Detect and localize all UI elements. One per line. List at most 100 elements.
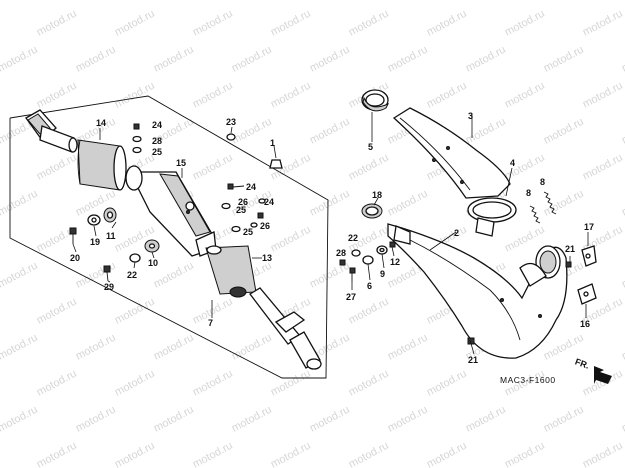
watermark-text: motod.ru (230, 0, 274, 3)
watermark-text: motod.ru (35, 152, 79, 183)
watermark-text: motod.ru (308, 0, 352, 3)
collar-22-right (351, 249, 361, 257)
watermark-text: motod.ru (0, 332, 40, 363)
watermark-text: motod.ru (503, 8, 547, 39)
callout-19: 19 (90, 237, 100, 247)
callout-4: 4 (510, 158, 515, 168)
callout-2: 2 (454, 228, 459, 238)
watermark-text: motod.ru (503, 440, 547, 468)
callout-22: 22 (127, 270, 137, 280)
bolt-1 (269, 159, 283, 169)
watermark-text: motod.ru (230, 116, 274, 147)
nut-23 (226, 133, 236, 141)
callout-7: 7 (208, 318, 213, 328)
bolt-21-upper (565, 261, 572, 268)
watermark-text: motod.ru (113, 296, 157, 327)
callout-20: 20 (70, 253, 80, 263)
callout-28: 28 (336, 248, 346, 258)
watermark-text: motod.ru (386, 404, 430, 435)
watermark-text: motod.ru (152, 44, 196, 75)
watermark-text: motod.ru (542, 44, 586, 75)
watermark-text: motod.ru (581, 152, 625, 183)
spring-8-left (529, 205, 541, 224)
callout-1: 1 (270, 138, 275, 148)
washer-25-lower (231, 225, 241, 233)
callout-24: 24 (246, 182, 256, 192)
watermark-text: motod.ru (425, 368, 469, 399)
watermark-text: motod.ru (113, 8, 157, 39)
watermark-text: motod.ru (308, 116, 352, 147)
watermark-text: motod.ru (0, 440, 1, 468)
callout-5: 5 (368, 142, 373, 152)
bolt-12 (389, 241, 396, 248)
bolt-20 (69, 227, 77, 244)
watermark-text: motod.ru (0, 188, 40, 219)
callout-3: 3 (468, 111, 473, 121)
callouts: 14 24 28 25 23 1 15 24 26 25 24 26 25 13… (70, 111, 594, 365)
callout-15: 15 (176, 158, 186, 168)
watermark-text: motod.ru (581, 440, 625, 468)
watermark-text: motod.ru (542, 0, 586, 3)
washer-6 (362, 255, 374, 265)
watermark-text: motod.ru (191, 80, 235, 111)
bolt-29 (103, 265, 111, 282)
watermark-text: motod.ru (620, 0, 625, 3)
watermark-text: motod.ru (620, 44, 625, 75)
watermark-text: motod.ru (620, 188, 625, 219)
watermark-text: motod.ru (425, 80, 469, 111)
watermark-text: motod.ru (425, 8, 469, 39)
washer-26-mid (258, 198, 266, 204)
callout-26: 26 (238, 197, 248, 207)
watermark-text: motod.ru (74, 332, 118, 363)
watermark-text: motod.ru (581, 368, 625, 399)
watermark-text: motod.ru (113, 80, 157, 111)
callout-17: 17 (584, 222, 594, 232)
callout-18: 18 (372, 190, 382, 200)
callout-25: 25 (152, 147, 162, 157)
silencer-end-cap (25, 109, 78, 153)
watermark-text: motod.ru (581, 80, 625, 111)
watermark-text: motod.ru (347, 8, 391, 39)
watermark-text: motod.ru (35, 296, 79, 327)
watermark-text: motod.ru (542, 404, 586, 435)
leader-lines (72, 112, 589, 355)
watermark-text: motod.ru (230, 44, 274, 75)
expansion-chamber (387, 223, 568, 359)
watermark-text: motod.ru (191, 368, 235, 399)
watermark-text: motod.ru (620, 116, 625, 147)
watermark-text: motod.ru (581, 8, 625, 39)
heat-shield (392, 107, 511, 199)
watermark-text: motod.ru (74, 0, 118, 3)
front-direction-label: FR. (574, 356, 591, 370)
watermark-text: motod.ru (113, 440, 157, 468)
watermark-text: motod.ru (191, 440, 235, 468)
front-direction-indicator: FR. (574, 356, 612, 384)
watermark-text: motod.ru (386, 44, 430, 75)
collar-22-left (129, 253, 141, 263)
washer-25-top (132, 146, 142, 154)
watermark-text: motod.ru (308, 404, 352, 435)
callout-11: 11 (106, 231, 116, 241)
callout-10: 10 (148, 258, 158, 268)
exhaust-seal (361, 203, 383, 219)
watermark-text: motod.ru (464, 404, 508, 435)
watermark-text: motod.ru (35, 368, 79, 399)
callout-27: 27 (346, 292, 356, 302)
watermark-text: motod.ru (152, 404, 196, 435)
collar-19 (87, 214, 101, 226)
watermark-text: motod.ru (620, 260, 625, 291)
rubber-grommet-11 (103, 207, 117, 223)
washer-28-top (132, 135, 142, 143)
watermark-text: motod.ru (269, 368, 313, 399)
silencer-packing-rear (205, 245, 257, 298)
callout-28: 28 (152, 136, 162, 146)
rubber-grommet-10 (144, 239, 160, 253)
callout-8: 8 (540, 177, 545, 187)
tailpipe (249, 287, 322, 370)
watermark-text: motod.ru (269, 224, 313, 255)
watermark-text: motod.ru (269, 440, 313, 468)
watermark-text: motod.ru (152, 260, 196, 291)
watermark-text: motod.ru (347, 152, 391, 183)
callout-9: 9 (380, 269, 385, 279)
